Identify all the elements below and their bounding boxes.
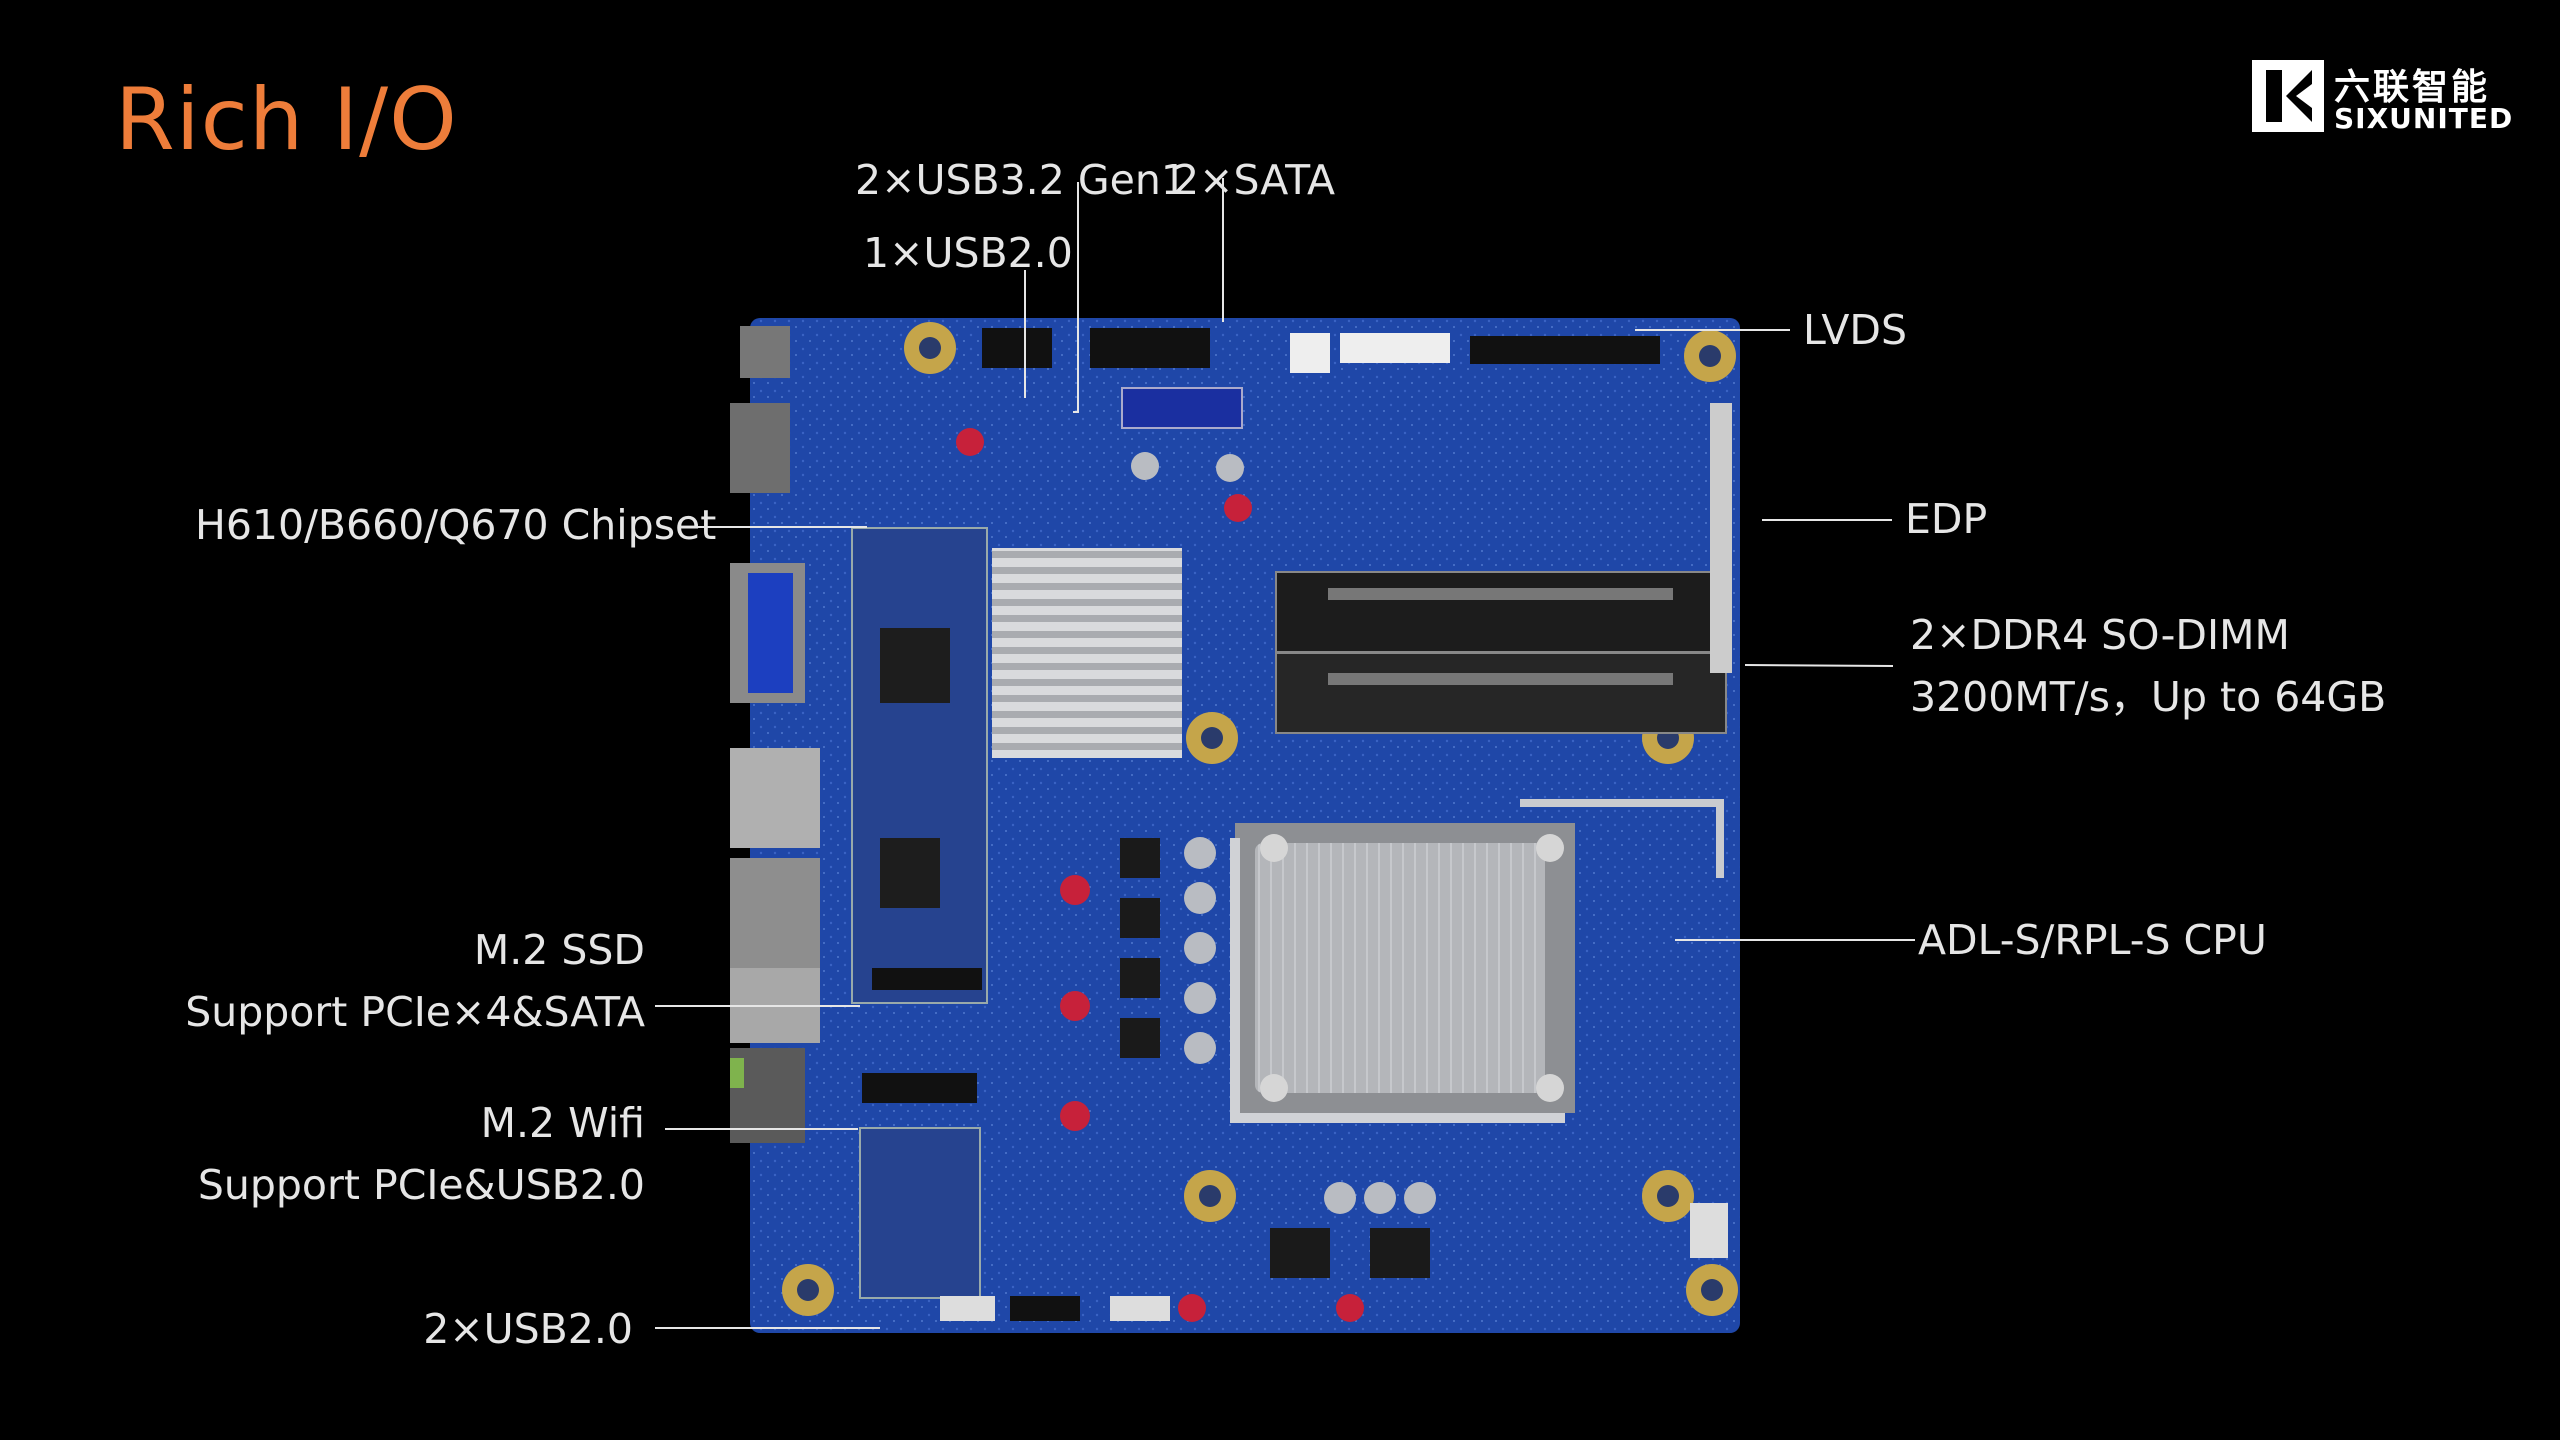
label-ddr4-line1: 2×DDR4 SO-DIMM (1910, 611, 2290, 659)
label-usb32-gen1: 2×USB3.2 Gen1 (855, 156, 1187, 204)
label-ddr4-line2: 3200MT/s，Up to 64GB (1910, 673, 2387, 721)
logo-english-text: SIXUNITED (2334, 102, 2514, 135)
label-wifi-line2: Support PCIe&USB2.0 (197, 1161, 645, 1209)
label-lvds: LVDS (1803, 306, 1907, 354)
motherboard-image (730, 318, 1740, 1333)
label-ssd-line1: M.2 SSD (473, 926, 645, 974)
sixunited-logo: 六联智能 SIXUNITED (2252, 58, 2512, 138)
label-ssd-line2: Support PCIe×4&SATA (185, 988, 645, 1036)
label-chipset: H610/B660/Q670 Chipset (195, 501, 717, 549)
slide-title: Rich I/O (115, 70, 458, 170)
label-cpu: ADL-S/RPL-S CPU (1918, 916, 2267, 964)
label-usb20-top: 1×USB2.0 (863, 229, 1073, 277)
sixunited-logo-icon (2252, 60, 2324, 132)
label-usb20-bottom: 2×USB2.0 (423, 1305, 633, 1353)
label-wifi-line1: M.2 Wifi (480, 1099, 645, 1147)
logo-chinese-text: 六联智能 (2334, 67, 2491, 108)
label-sata: 2×SATA (1173, 156, 1335, 204)
label-edp: EDP (1905, 495, 1988, 543)
